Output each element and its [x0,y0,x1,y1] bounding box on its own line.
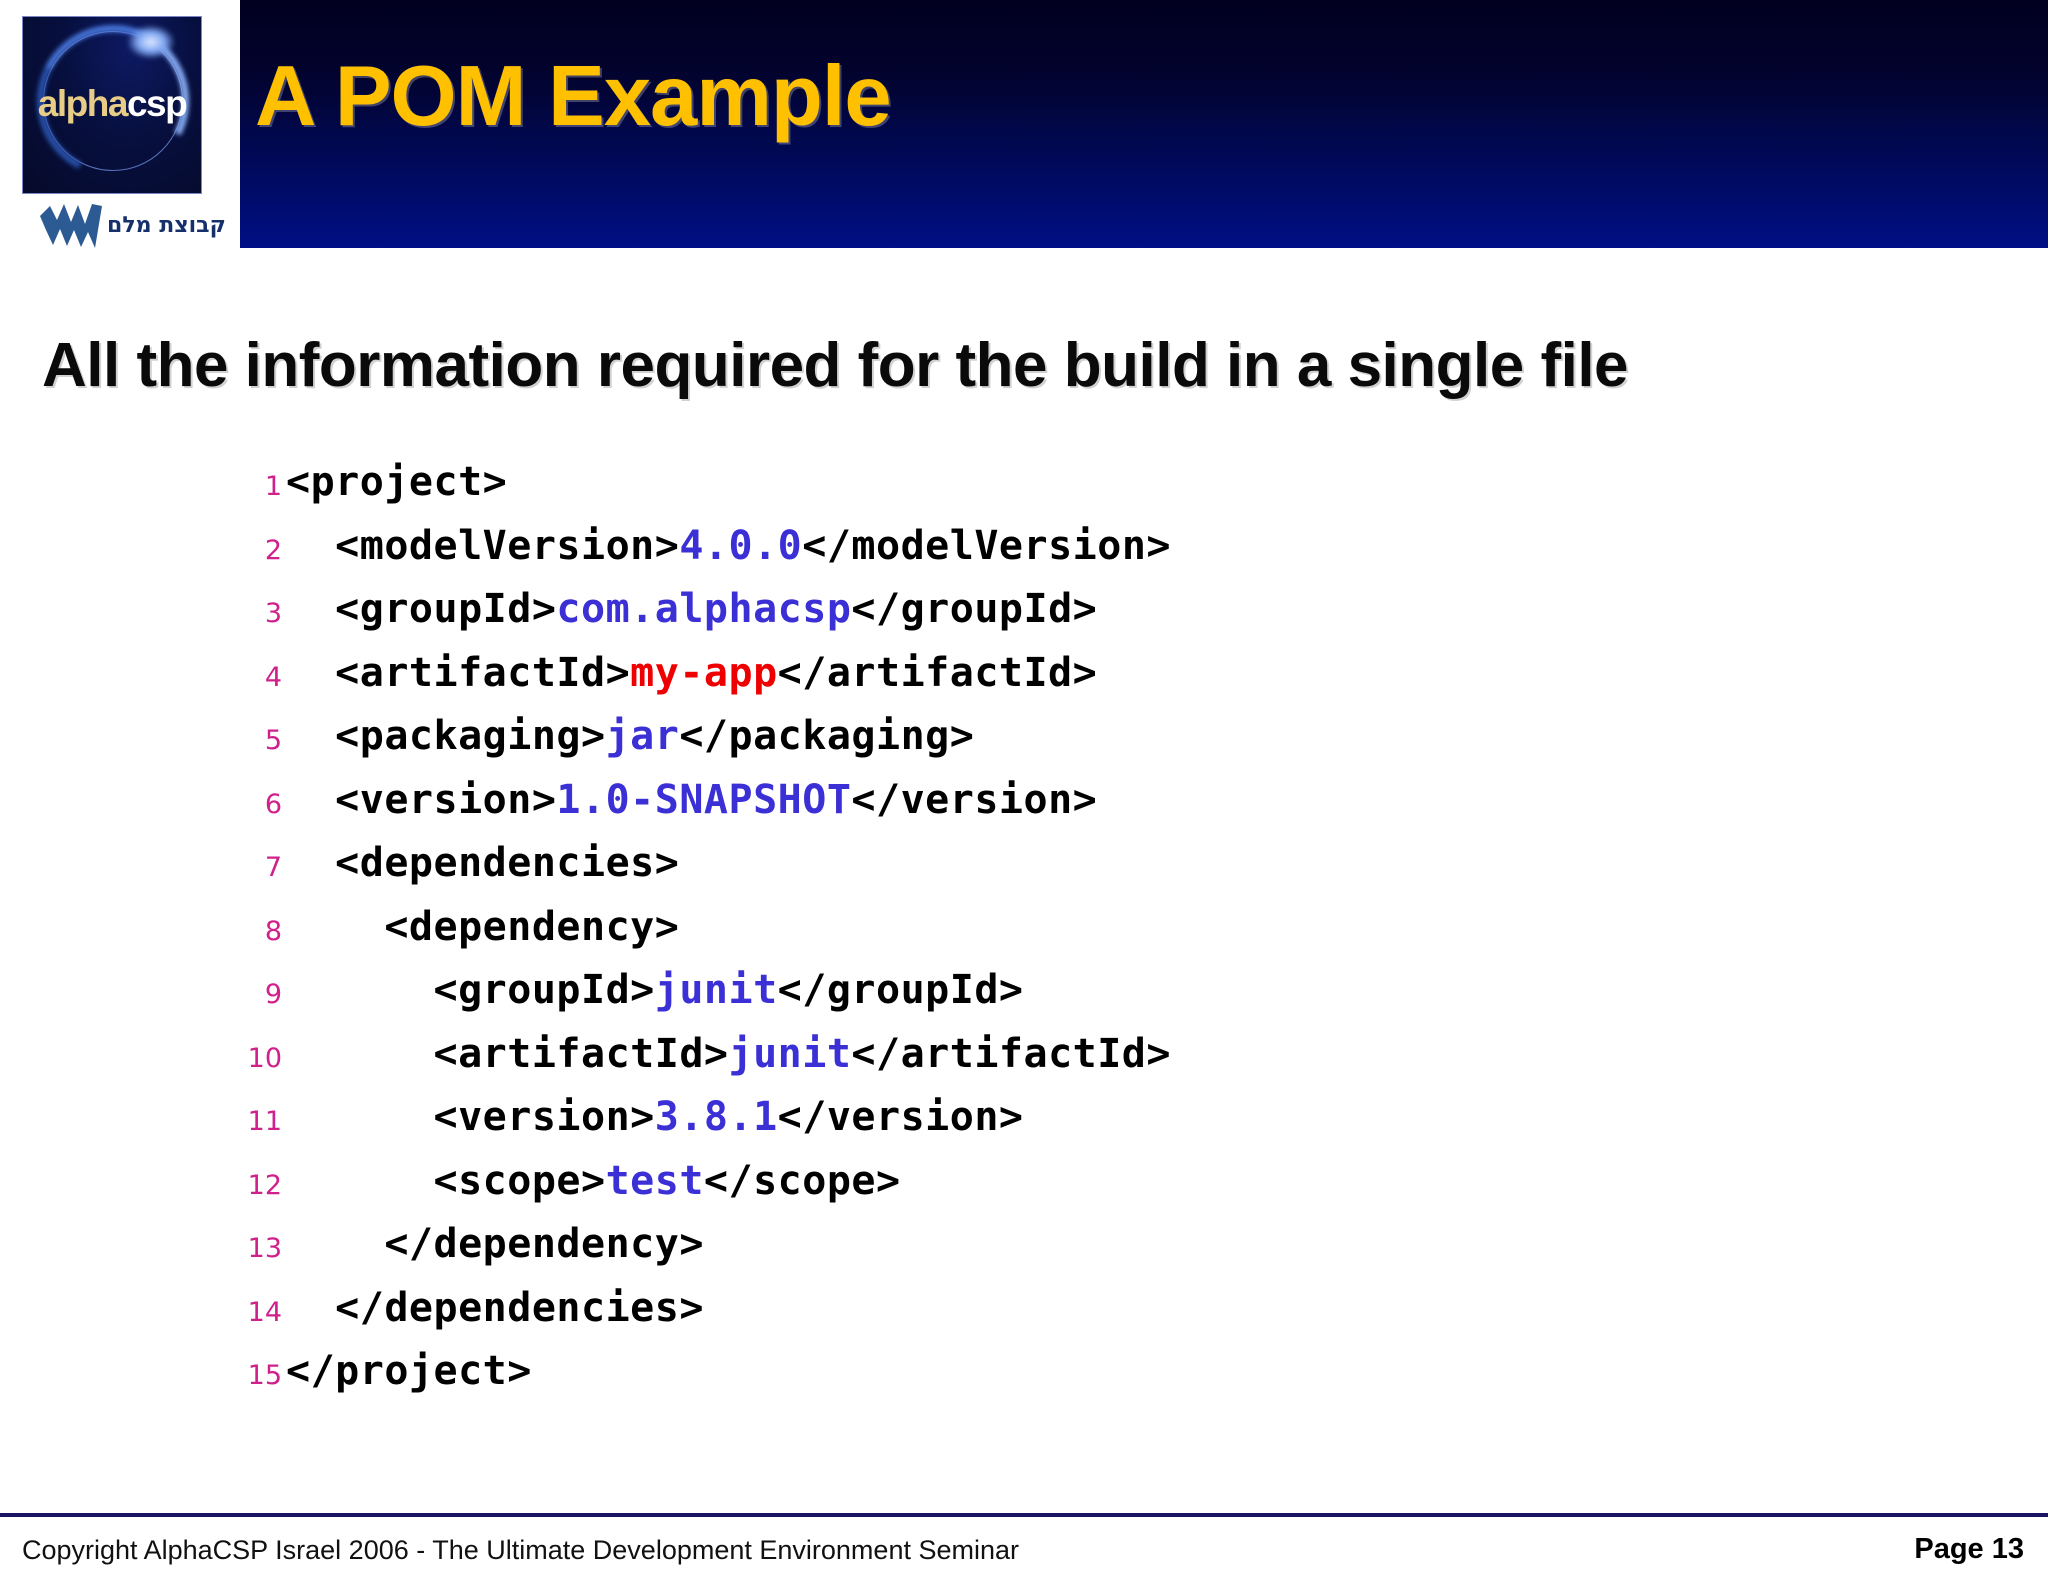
alphacsp-wordmark-alpha: alpha [37,83,129,124]
code-line-content: <dependency> [286,907,1946,947]
code-line-number: 10 [247,1042,282,1074]
code-line-content: <project> [286,462,1946,502]
xml-tag: <version> [433,1094,655,1140]
xml-tag: <dependencies> [335,840,680,886]
xml-tag: </version> [851,776,1098,823]
title-banner [240,0,2048,248]
logo-glow-icon [127,25,175,59]
code-line: 11 <version>3.8.1</version> [196,1097,1946,1161]
code-line-content: <artifactId>junit</artifactId> [286,1034,1946,1074]
xml-value: test [605,1157,704,1204]
xml-tag: </packaging> [679,713,975,759]
code-line: 8 <dependency> [196,907,1946,971]
xml-value: com.alphacsp [556,586,852,632]
code-line: 1<project> [196,462,1946,526]
code-line-number: 15 [247,1360,282,1391]
code-line-number: 12 [247,1169,282,1201]
xml-value: 3.8.1 [654,1094,778,1140]
code-line-number: 5 [264,725,282,756]
xml-tag: <groupId> [433,967,655,1013]
code-line-number: 8 [264,915,282,947]
xml-tag: <dependency> [384,903,680,950]
xml-tag: <project> [286,459,508,505]
xml-value: 1.0-SNAPSHOT [556,776,852,823]
xml-tag: </dependency> [384,1221,704,1267]
page-title: A POM Example [255,49,892,144]
xml-tag: </scope> [703,1157,901,1204]
code-line-number: 1 [264,471,282,502]
code-line-number: 13 [247,1233,282,1264]
footer-page-number: Page 13 [1914,1533,2024,1565]
xml-tag: <artifactId> [335,649,631,696]
xml-tag: <version> [335,776,557,823]
headline: All the information required for the bui… [42,331,1629,400]
footer-copyright: Copyright AlphaCSP Israel 2006 - The Ult… [22,1535,1019,1565]
xml-tag: <artifactId> [433,1030,729,1077]
xml-value: 4.0.0 [679,522,803,569]
xml-tag: </groupId> [777,967,1024,1013]
code-line-content: <version>1.0-SNAPSHOT</version> [286,780,1946,820]
code-line-number: 14 [247,1296,282,1328]
code-line-content: <artifactId>my-app</artifactId> [286,653,1946,693]
xml-tag: </project> [286,1348,532,1394]
code-line-number: 11 [247,1106,282,1137]
pom-code-block: 1<project>2 <modelVersion>4.0.0</modelVe… [196,462,1946,1415]
code-line-content: <groupId>junit</groupId> [286,970,1946,1010]
code-line-content: <packaging>jar</packaging> [286,716,1946,756]
malam-wordmark: קבוצת מלם [107,213,226,238]
xml-tag: </groupId> [851,586,1098,632]
code-line: 9 <groupId>junit</groupId> [196,970,1946,1034]
xml-tag: <modelVersion> [335,522,680,569]
alphacsp-wordmark: alphacsp [23,83,201,125]
code-line: 6 <version>1.0-SNAPSHOT</version> [196,780,1946,844]
brand-block: alphacsp קבוצת מלם [22,16,226,250]
code-line: 10 <artifactId>junit</artifactId> [196,1034,1946,1098]
code-line: 7 <dependencies> [196,843,1946,907]
code-line: 2 <modelVersion>4.0.0</modelVersion> [196,526,1946,590]
code-line-content: <dependencies> [286,843,1946,883]
xml-value: jar [605,713,680,759]
code-line: 14 </dependencies> [196,1288,1946,1352]
code-line-number: 9 [264,979,282,1010]
code-line: 3 <groupId>com.alphacsp</groupId> [196,589,1946,653]
logo-ring-icon [43,31,183,171]
malam-zigzag-icon [40,204,102,248]
xml-value: junit [728,1030,852,1077]
code-line-number: 7 [264,852,282,883]
code-line: 13 </dependency> [196,1224,1946,1288]
xml-tag: </artifactId> [851,1030,1171,1077]
code-line-content: <scope>test</scope> [286,1161,1946,1201]
footer-divider [0,1513,2048,1517]
code-line: 12 <scope>test</scope> [196,1161,1946,1225]
code-line-number: 6 [264,788,282,820]
code-line-number: 2 [264,534,282,566]
alphacsp-logo: alphacsp [22,16,202,194]
xml-tag: </version> [777,1094,1024,1140]
code-line-content: <groupId>com.alphacsp</groupId> [286,589,1946,629]
malam-logo: קבוצת מלם [22,202,226,250]
code-line-content: <modelVersion>4.0.0</modelVersion> [286,526,1946,566]
xml-tag: </modelVersion> [802,522,1171,569]
code-line: 5 <packaging>jar</packaging> [196,716,1946,780]
xml-tag: </artifactId> [777,649,1098,696]
code-line-content: </project> [286,1351,1946,1391]
xml-tag: <scope> [433,1157,606,1204]
code-line-content: </dependency> [286,1224,1946,1264]
code-line: 15</project> [196,1351,1946,1415]
code-line-number: 3 [264,598,282,629]
alphacsp-wordmark-csp: csp [126,83,188,124]
xml-tag: </dependencies> [335,1284,704,1331]
xml-value: my-app [630,649,778,696]
code-line-number: 4 [264,661,282,693]
xml-value: junit [654,967,778,1013]
code-line: 4 <artifactId>my-app</artifactId> [196,653,1946,717]
xml-tag: <packaging> [335,713,606,759]
code-line-content: <version>3.8.1</version> [286,1097,1946,1137]
xml-tag: <groupId> [335,586,557,632]
code-line-content: </dependencies> [286,1288,1946,1328]
